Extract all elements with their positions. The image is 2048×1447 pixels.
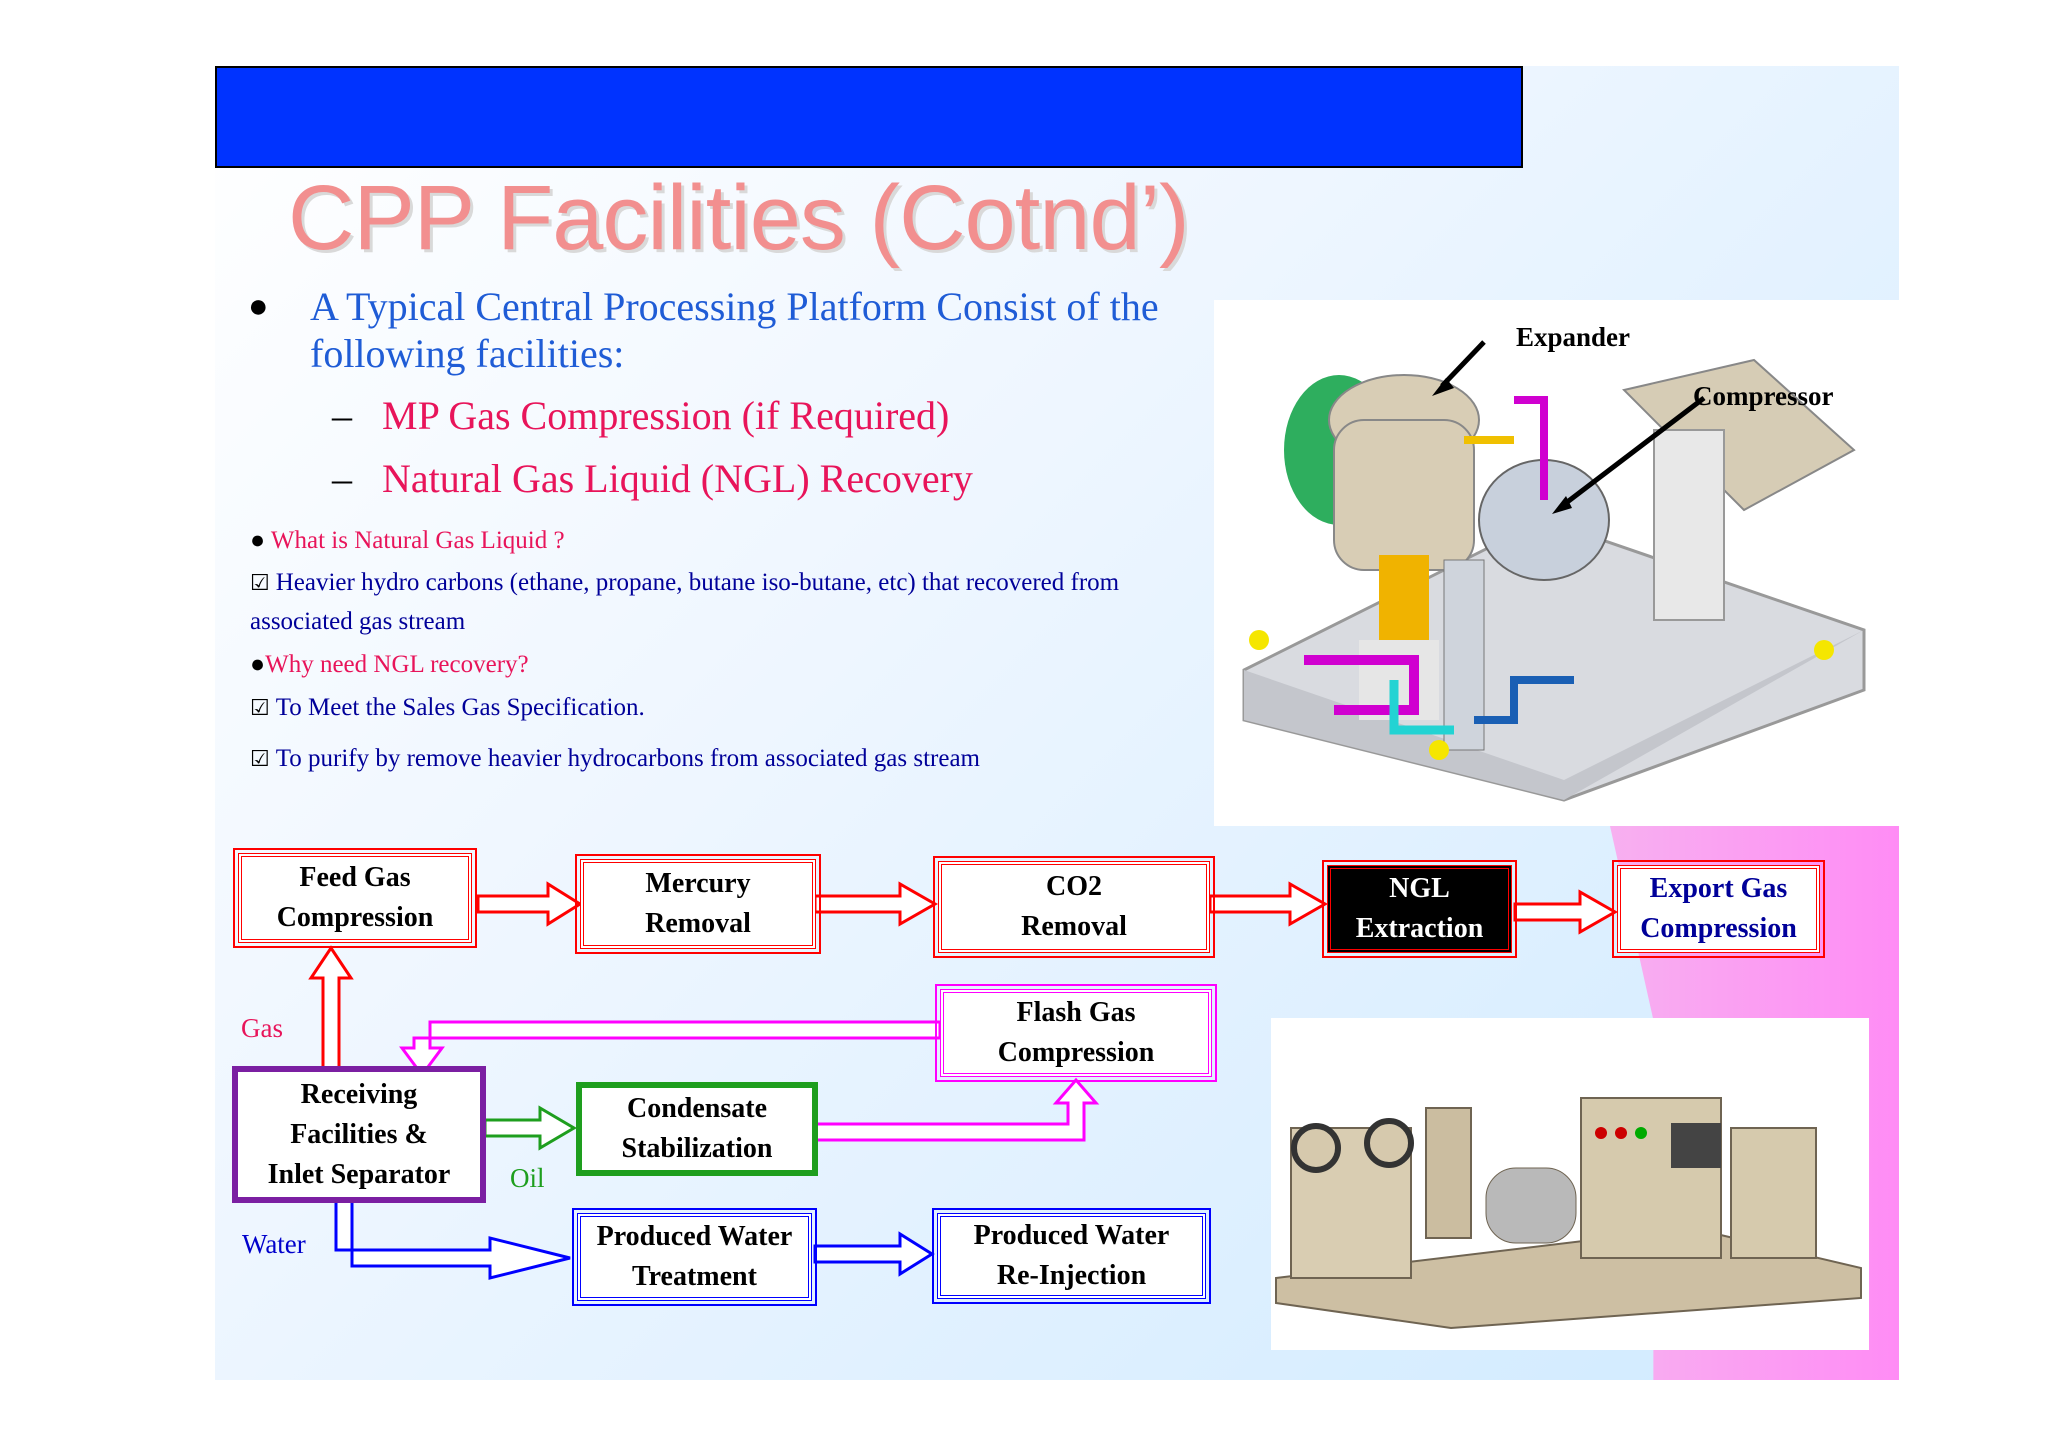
arrow-co2-to-ngl bbox=[1208, 881, 1329, 927]
question-1: ● What is Natural Gas Liquid ? bbox=[250, 527, 565, 554]
checkbox-icon: ☑ bbox=[250, 695, 270, 720]
arrow-pwt-to-reinjection bbox=[813, 1231, 935, 1277]
sub-item-1: –MP Gas Compression (if Required) bbox=[332, 393, 950, 438]
water-label: Water bbox=[242, 1229, 306, 1259]
arrow-flash-to-receiving bbox=[399, 1020, 942, 1078]
arrow-receiving-to-pwt bbox=[334, 1198, 571, 1280]
arrow-receiving-to-condensate bbox=[483, 1105, 577, 1151]
intro-text: A Typical Central Processing Platform Co… bbox=[310, 284, 1159, 376]
oil-label: Oil bbox=[510, 1163, 545, 1193]
gas-label: Gas bbox=[241, 1013, 283, 1043]
question-2: ●Why need NGL recovery? bbox=[250, 651, 529, 678]
compressor-label: Compressor bbox=[1693, 381, 1834, 411]
answer-3: ☑To purify by remove heavier hydrocarbon… bbox=[250, 745, 980, 772]
expander-label: Expander bbox=[1516, 322, 1631, 352]
checkbox-icon: ☑ bbox=[250, 746, 270, 771]
arrow-receiving-to-feed bbox=[308, 945, 354, 1070]
title-bar bbox=[215, 66, 1523, 168]
slide-title: CPP Facilities (Cotnd’) bbox=[288, 167, 1190, 269]
answer-1: ☑Heavier hydro carbons (ethane, propane,… bbox=[250, 569, 1120, 596]
turboexpander-image bbox=[1214, 300, 1900, 826]
arrow-feed-to-mercury bbox=[476, 881, 583, 927]
answer-1-cont: associated gas stream bbox=[250, 608, 466, 635]
bullet-dot-icon: ● bbox=[248, 288, 269, 325]
arrow-condensate-to-flash bbox=[813, 1077, 1100, 1142]
sub-item-2: –Natural Gas Liquid (NGL) Recovery bbox=[332, 456, 973, 501]
equipment-skid-image bbox=[1271, 1018, 1869, 1350]
checkbox-icon: ☑ bbox=[250, 570, 270, 595]
arrow-mercury-to-co2 bbox=[813, 881, 939, 927]
arrow-ngl-to-export bbox=[1513, 889, 1619, 935]
answer-2: ☑To Meet the Sales Gas Specification. bbox=[250, 694, 645, 721]
